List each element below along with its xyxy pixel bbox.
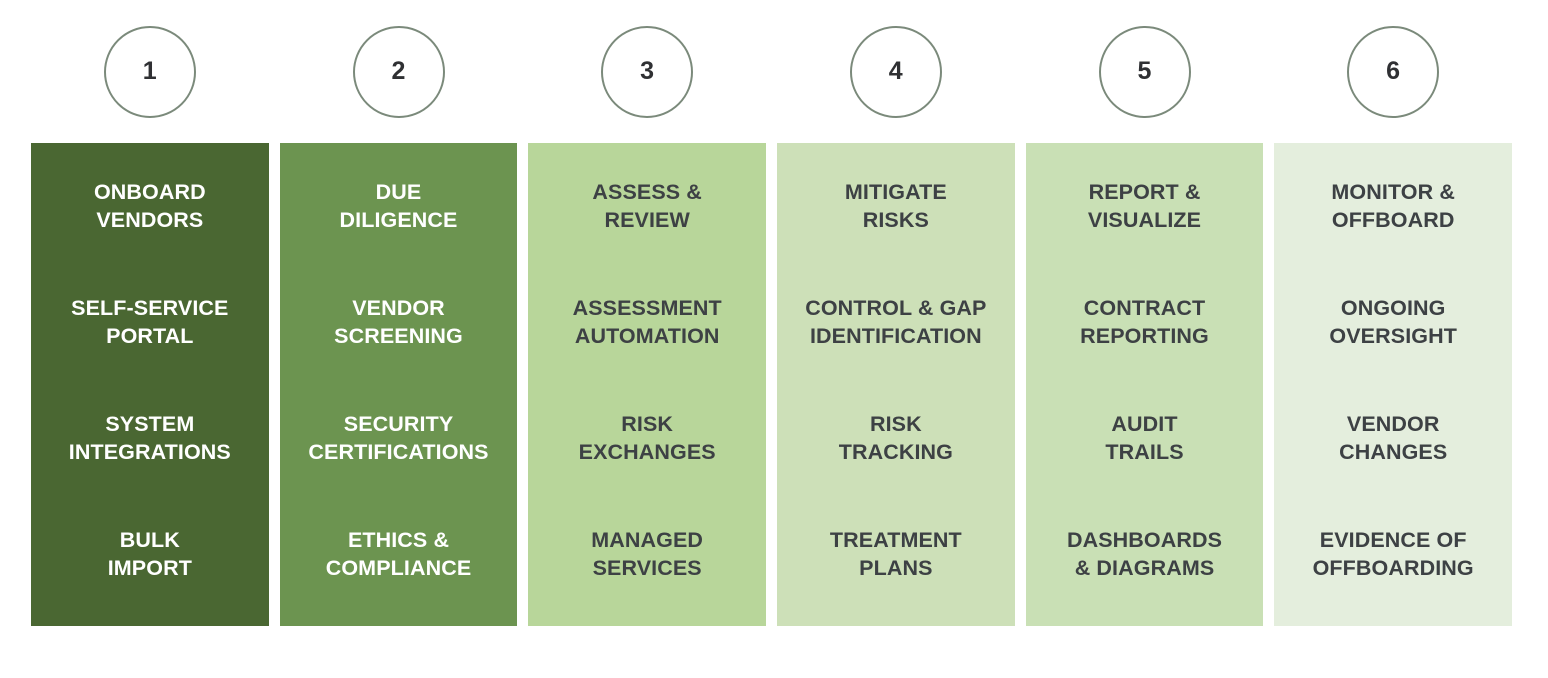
step-item-5-2: AUDIT TRAILS — [1105, 411, 1184, 464]
step-number-circle-5[interactable]: 5 — [1098, 25, 1191, 118]
step-heading-2: DUE DILIGENCE — [339, 180, 458, 232]
process-step-2: 2 DUE DILIGENCE VENDOR SCREENING SECURIT… — [279, 0, 518, 678]
step-item-5-1: CONTRACT REPORTING — [1080, 295, 1209, 348]
step-item-6-1: ONGOING OVERSIGHT — [1329, 295, 1457, 348]
step-circle-wrap-1: 1 — [31, 0, 269, 143]
step-circle-wrap-4: 4 — [777, 0, 1015, 143]
process-step-6: 6 MONITOR & OFFBOARD ONGOING OVERSIGHT V… — [1274, 0, 1513, 678]
step-heading-6: MONITOR & OFFBOARD — [1331, 180, 1455, 232]
step-item-2-3: ETHICS & COMPLIANCE — [325, 527, 472, 580]
step-panel-5[interactable]: REPORT & VISUALIZE CONTRACT REPORTING AU… — [1025, 143, 1264, 626]
step-item-1-3: BULK IMPORT — [107, 527, 192, 580]
step-number-circle-2[interactable]: 2 — [352, 25, 445, 118]
step-item-6-2: VENDOR CHANGES — [1339, 411, 1448, 464]
step-item-4-3: TREATMENT PLANS — [829, 527, 962, 580]
step-panel-3[interactable]: ASSESS & REVIEW ASSESSMENT AUTOMATION RI… — [528, 143, 767, 626]
process-steps-row: 1 ONBOARD VENDORS SELF-SERVICE PORTAL SY… — [31, 0, 1513, 678]
step-number-label-2: 2 — [391, 57, 406, 85]
step-item-4-2: RISK TRACKING — [838, 411, 953, 464]
step-heading-1: ONBOARD VENDORS — [93, 180, 206, 232]
step-circle-wrap-5: 5 — [1026, 0, 1264, 143]
step-circle-wrap-2: 2 — [280, 0, 518, 143]
step-item-4-1: CONTROL & GAP IDENTIFICATION — [805, 295, 987, 348]
step-heading-5: REPORT & VISUALIZE — [1087, 180, 1202, 232]
step-circle-wrap-3: 3 — [528, 0, 766, 143]
step-number-label-1: 1 — [142, 57, 157, 85]
step-item-6-3: EVIDENCE OF OFFBOARDING — [1312, 527, 1474, 580]
step-circle-wrap-6: 6 — [1274, 0, 1512, 143]
step-panel-6[interactable]: MONITOR & OFFBOARD ONGOING OVERSIGHT VEN… — [1274, 143, 1513, 626]
step-number-circle-1[interactable]: 1 — [103, 25, 196, 118]
step-item-1-1: SELF-SERVICE PORTAL — [71, 295, 229, 348]
step-item-2-2: SECURITY CERTIFICATIONS — [308, 411, 489, 464]
process-step-3: 3 ASSESS & REVIEW ASSESSMENT AUTOMATION … — [528, 0, 767, 678]
step-heading-3: ASSESS & REVIEW — [592, 180, 702, 232]
step-item-5-3: DASHBOARDS & DIAGRAMS — [1066, 527, 1223, 580]
step-number-circle-4[interactable]: 4 — [849, 25, 942, 118]
step-number-label-4: 4 — [888, 57, 903, 85]
step-number-label-5: 5 — [1137, 57, 1152, 85]
step-panel-2[interactable]: DUE DILIGENCE VENDOR SCREENING SECURITY … — [279, 143, 518, 626]
step-panel-4[interactable]: MITIGATE RISKS CONTROL & GAP IDENTIFICAT… — [777, 143, 1015, 626]
process-step-5: 5 REPORT & VISUALIZE CONTRACT REPORTING … — [1025, 0, 1264, 678]
step-item-2-1: VENDOR SCREENING — [334, 295, 463, 348]
step-heading-4: MITIGATE RISKS — [844, 180, 947, 232]
step-number-circle-3[interactable]: 3 — [601, 25, 694, 118]
step-item-3-2: RISK EXCHANGES — [578, 411, 716, 464]
process-step-4: 4 MITIGATE RISKS CONTROL & GAP IDENTIFIC… — [777, 0, 1015, 678]
step-panel-1[interactable]: ONBOARD VENDORS SELF-SERVICE PORTAL SYST… — [31, 143, 269, 626]
step-number-circle-6[interactable]: 6 — [1347, 25, 1440, 118]
step-item-1-2: SYSTEM INTEGRATIONS — [68, 411, 231, 464]
step-item-3-1: ASSESSMENT AUTOMATION — [572, 295, 722, 348]
step-number-label-3: 3 — [640, 57, 655, 85]
step-number-label-6: 6 — [1386, 57, 1401, 85]
process-step-1: 1 ONBOARD VENDORS SELF-SERVICE PORTAL SY… — [31, 0, 269, 678]
step-item-3-3: MANAGED SERVICES — [591, 527, 704, 580]
